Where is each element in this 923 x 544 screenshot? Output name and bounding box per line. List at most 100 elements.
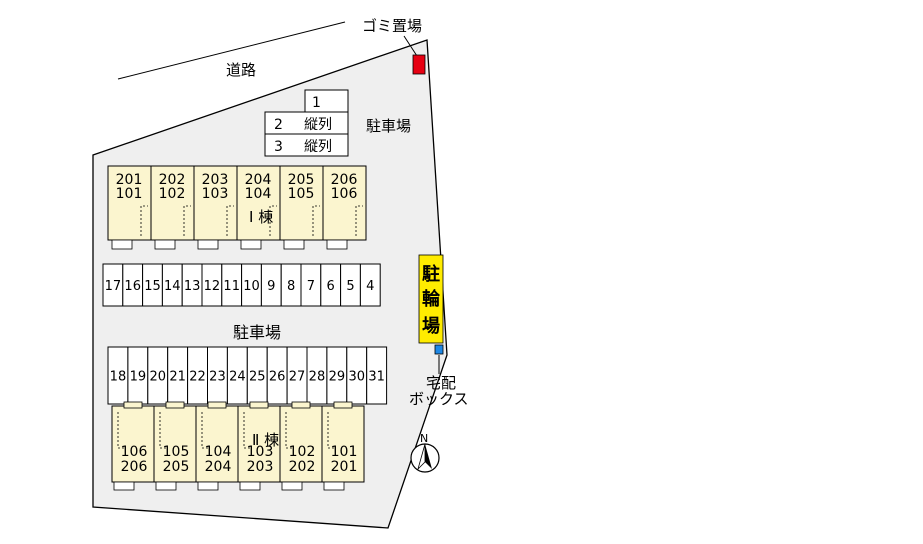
unit-number-lower: 105 [288,186,315,202]
parking-space [366,346,388,405]
unit-entrance [333,401,353,409]
unit-number-upper: 103 [247,444,274,460]
unit-entrance [123,401,143,409]
parking-space-number: 11 [223,279,240,294]
unit-number-lower: 204 [205,459,232,475]
unit-partition [312,205,320,236]
parking-space-number: 13 [184,279,201,294]
parking-space-number: 16 [124,279,141,294]
unit-number-upper: 204 [245,172,272,188]
bicycle-label-char: 場 [422,316,440,337]
building-1-unit [279,165,324,241]
unit-entrance [249,401,269,409]
unit-balcony [326,239,348,250]
unit-number-lower: 206 [121,459,148,475]
unit-partition [117,412,124,449]
bicycle-label-char: 輪 [422,288,441,310]
unit-number-upper: 105 [163,444,190,460]
unit-number-upper: 104 [205,444,232,460]
unit-balcony [240,239,262,250]
unit-balcony [239,481,261,491]
reserved-spaces: 1 2 縦列 3 縦列 [264,89,349,157]
reserved-space-number: 3 [274,139,283,155]
unit-number-lower: 203 [247,459,274,475]
parking-space-number: 4 [366,279,374,294]
building-2-name: Ⅱ 棟 [252,431,279,449]
unit-number-upper: 202 [159,172,186,188]
unit-partition [243,412,250,449]
parking-space-number: 10 [243,279,260,294]
unit-partition [327,412,334,449]
unit-entrance [165,401,185,409]
unit-entrance [291,401,311,409]
parking-label-center: 駐車場 [233,323,281,342]
unit-number-upper: 106 [121,444,148,460]
north-compass-icon [410,443,440,473]
delivery-box-label: ボックス [409,390,469,408]
unit-partition [183,205,191,236]
parking-space-number: 30 [348,370,365,385]
parking-space-number: 22 [189,370,206,385]
reserved-space-note: 縦列 [304,139,332,155]
parking-space-number: 8 [287,279,295,294]
parking-space-number: 21 [169,370,186,385]
unit-number-upper: 205 [288,172,315,188]
building-1-name: Ⅰ 棟 [249,208,273,226]
unit-entrance [207,401,227,409]
unit-number-lower: 101 [116,186,143,202]
parking-space-number: 5 [346,279,354,294]
unit-balcony [281,481,303,491]
unit-number-upper: 102 [289,444,316,460]
reserved-space-note: 縦列 [304,117,332,133]
unit-number-upper: 201 [116,172,143,188]
unit-partition [285,412,292,449]
parking-space-number: 15 [144,279,161,294]
unit-balcony [197,481,219,491]
parking-space-number: 14 [164,279,181,294]
unit-partition [140,205,148,236]
reserved-space-number: 1 [312,95,321,111]
unit-number-lower: 104 [245,186,272,202]
reserved-space-number: 2 [274,117,283,133]
parking-space-number: 29 [329,370,346,385]
parking-space-number: 12 [204,279,221,294]
parking-space-number: 20 [149,370,166,385]
delivery-box-label: 宅配 [426,374,456,392]
unit-balcony [283,239,305,250]
parking-space-number: 25 [249,370,266,385]
unit-balcony [113,481,135,491]
garbage-leader [403,35,418,57]
unit-partition [355,205,363,236]
unit-partition [201,412,208,449]
bicycle-label-char: 駐 [422,263,440,285]
parking-space-number: 18 [110,370,127,385]
unit-number-lower: 205 [163,459,190,475]
unit-number-lower: 201 [331,459,358,475]
unit-number-upper: 203 [202,172,229,188]
parking-space-number: 23 [209,370,226,385]
north-label: N [420,432,428,445]
unit-number-lower: 102 [159,186,186,202]
unit-partition [159,412,166,449]
parking-space-number: 28 [309,370,326,385]
unit-number-lower: 106 [331,186,358,202]
parking-space-number: 27 [289,370,306,385]
parking-space-number: 9 [267,279,275,294]
road-label: 道路 [226,61,256,79]
building-1-unit [236,165,281,241]
unit-balcony [197,239,219,250]
unit-partition [226,205,234,236]
unit-partition [269,205,277,236]
parking-space-number: 7 [307,279,315,294]
unit-balcony [154,239,176,250]
building-1-unit [322,165,367,241]
road-edge [117,21,346,80]
parking-space-number: 24 [229,370,246,385]
parking-space-number: 26 [269,370,286,385]
garbage-area [412,54,426,75]
unit-number-upper: 206 [331,172,358,188]
